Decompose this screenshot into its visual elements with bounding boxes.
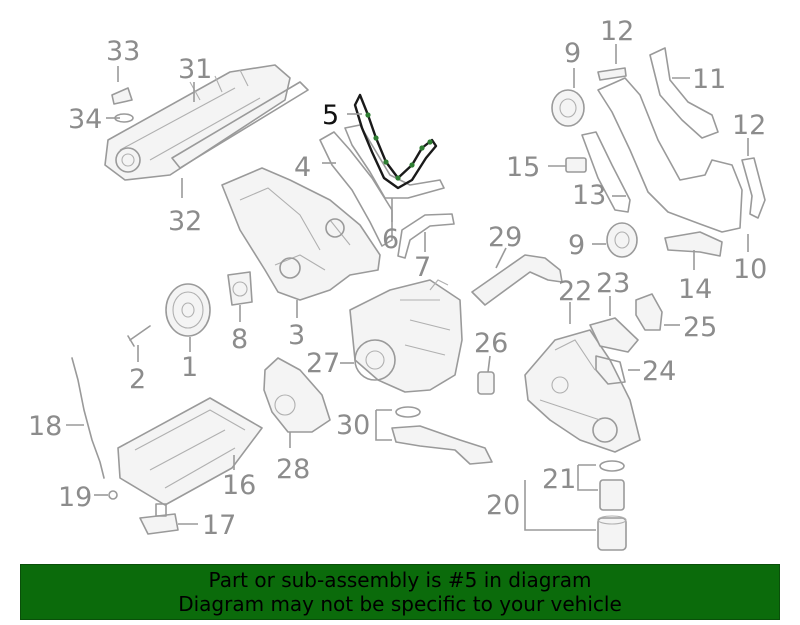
tube-part-30[interactable] (391, 406, 493, 465)
banner-line-part-number: Part or sub-assembly is #5 in diagram (208, 568, 592, 592)
dipstick-part-18[interactable] (71, 357, 105, 479)
valve-cover-part-31[interactable] (104, 64, 291, 181)
seal-part-8[interactable] (227, 271, 253, 306)
callout-numbers: 33 31 34 32 4 5 6 7 3 8 1 2 9 12 11 12 1… (28, 16, 767, 541)
valve-cover-gasket-part-32[interactable] (171, 81, 309, 169)
callout-8: 8 (231, 324, 248, 355)
callout-2: 2 (129, 364, 146, 395)
callout-11: 11 (692, 64, 726, 95)
callout-9-upper: 9 (564, 38, 581, 69)
callout-16: 16 (222, 470, 256, 501)
leader-lines (66, 44, 749, 531)
callout-27: 27 (306, 348, 340, 379)
callout-21: 21 (542, 464, 576, 495)
callout-20: 20 (486, 490, 520, 521)
tensioner-part-14[interactable] (664, 231, 723, 257)
gasket-part-4[interactable] (319, 131, 393, 247)
callout-7: 7 (414, 252, 431, 283)
vehicle-fit-banner: Part or sub-assembly is #5 in diagram Di… (20, 564, 780, 620)
callout-25: 25 (683, 312, 717, 343)
chain-guide-part-12-right[interactable] (741, 157, 766, 219)
gasket-part-6[interactable] (344, 124, 445, 199)
cap-part-33[interactable] (111, 87, 133, 105)
callout-5-highlighted: 5 (322, 100, 339, 131)
callout-24: 24 (642, 356, 676, 387)
lower-housing-part-22[interactable] (524, 329, 641, 453)
callout-31: 31 (178, 54, 212, 85)
oil-filter-part-20[interactable] (597, 515, 627, 551)
o-ring-part-24[interactable] (595, 355, 626, 385)
callout-30: 30 (336, 410, 370, 441)
callout-14: 14 (678, 274, 712, 305)
callout-18: 18 (28, 411, 62, 442)
engine-parts-diagram: 33 31 34 32 4 5 6 7 3 8 1 2 9 12 11 12 1… (28, 16, 767, 551)
callout-1: 1 (181, 352, 198, 383)
gasket-part-23[interactable] (589, 317, 639, 353)
callout-22: 22 (558, 276, 592, 307)
callout-33: 33 (106, 36, 140, 67)
callout-3: 3 (288, 320, 305, 351)
housing-part-27[interactable] (349, 279, 463, 393)
timing-cover-part-3[interactable] (221, 167, 381, 301)
callout-34: 34 (68, 104, 102, 135)
chain-guide-part-11[interactable] (649, 47, 719, 139)
callout-4: 4 (294, 152, 311, 183)
callout-9-lower: 9 (568, 230, 585, 261)
callout-26: 26 (474, 328, 508, 359)
callout-12-right: 12 (732, 110, 766, 141)
gasket-part-7[interactable] (397, 213, 455, 259)
callout-10: 10 (733, 254, 767, 285)
bolt-part-2[interactable] (127, 325, 151, 347)
cover-part-25[interactable] (635, 293, 663, 331)
drain-plug-part-19[interactable] (108, 490, 118, 500)
callout-19: 19 (58, 482, 92, 513)
filter-element-part-21[interactable] (599, 460, 625, 511)
cam-gear-upper-part-9[interactable] (551, 89, 585, 127)
pulley-part-1[interactable] (165, 283, 211, 337)
bolt-part-15[interactable] (565, 157, 587, 173)
highlighted-gasket-part-5[interactable] (353, 93, 438, 190)
chain-guide-part-13[interactable] (581, 131, 631, 213)
cam-gear-lower-part-9[interactable] (606, 222, 638, 258)
callout-23: 23 (596, 268, 630, 299)
oil-pan-part-16[interactable] (117, 397, 263, 506)
chain-guide-part-12[interactable] (597, 67, 627, 81)
banner-line-disclaimer: Diagram may not be specific to your vehi… (178, 592, 622, 616)
callout-29: 29 (488, 222, 522, 253)
tube-part-29[interactable] (471, 254, 563, 306)
callout-28: 28 (276, 454, 310, 485)
timing-chain-part-10[interactable] (597, 77, 743, 233)
callout-13: 13 (572, 180, 606, 211)
callout-6: 6 (382, 224, 399, 255)
sensor-part-17[interactable] (139, 503, 179, 535)
callout-32: 32 (168, 206, 202, 237)
sensor-part-26[interactable] (477, 371, 495, 395)
cover-part-28[interactable] (263, 357, 331, 433)
callout-12-upper: 12 (600, 16, 634, 47)
callout-17: 17 (202, 510, 236, 541)
callout-15: 15 (506, 152, 540, 183)
